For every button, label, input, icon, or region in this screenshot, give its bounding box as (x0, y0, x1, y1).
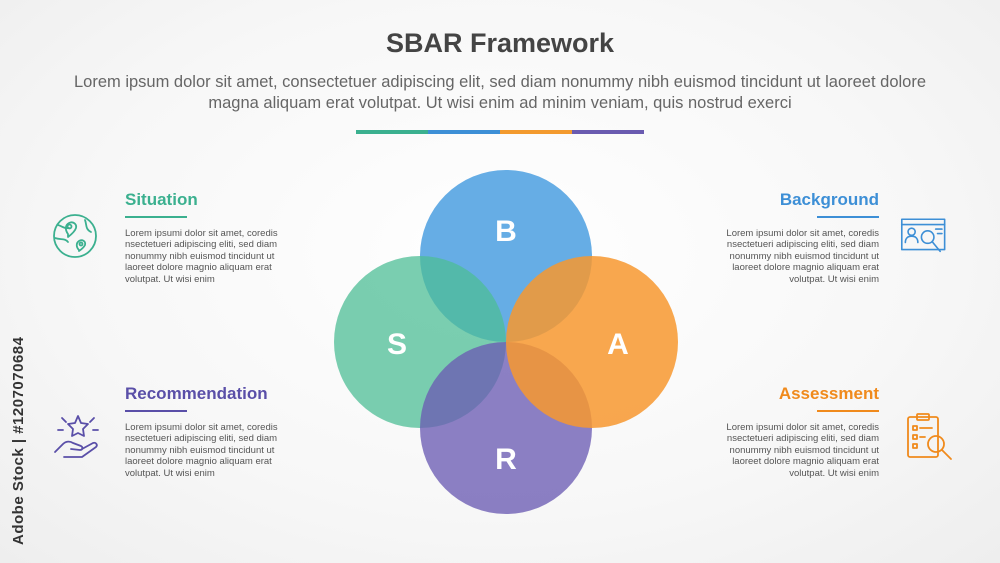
divider-segment-purple (572, 130, 644, 134)
assessment-block: Assessment Lorem ipsumi dolor sit amet, … (679, 384, 879, 479)
color-divider (356, 130, 644, 134)
circle-a-letter: A (607, 328, 629, 361)
location-globe-icon (53, 214, 97, 258)
page-subtitle: Lorem ipsum dolor sit amet, consectetuer… (73, 73, 927, 112)
clipboard-search-icon (907, 413, 952, 460)
assessment-underline (817, 410, 879, 412)
page-title: SBAR Framework (385, 28, 615, 58)
side-credit: Adobe Stock | #1207070684 (10, 336, 27, 545)
divider-segment-green (356, 130, 428, 134)
assessment-text: Lorem ipsumi dolor sit amet, coredis nse… (726, 422, 879, 479)
profile-search-icon (900, 218, 946, 253)
recommendation-text: Lorem ipsumi dolor sit amet, coredis nse… (125, 422, 278, 479)
situation-underline (125, 216, 187, 218)
circle-s-letter: S (387, 328, 407, 361)
background-underline (817, 216, 879, 218)
circle-a (506, 256, 678, 428)
circle-r-letter: R (495, 443, 517, 476)
situation-block: Situation Lorem ipsumi dolor sit amet, c… (125, 190, 325, 285)
situation-text: Lorem ipsumi dolor sit amet, coredis nse… (125, 228, 278, 285)
background-heading: Background (779, 190, 879, 209)
assessment-heading: Assessment (778, 384, 879, 403)
recommendation-block: Recommendation Lorem ipsumi dolor sit am… (125, 384, 325, 479)
hand-star-icon (54, 415, 99, 458)
situation-heading: Situation (125, 190, 198, 209)
divider-segment-orange (500, 130, 572, 134)
background-text: Lorem ipsumi dolor sit amet, coredis nse… (726, 228, 879, 285)
circle-b-letter: B (495, 215, 517, 248)
recommendation-underline (125, 410, 187, 412)
recommendation-heading: Recommendation (125, 384, 268, 403)
divider-segment-blue (428, 130, 500, 134)
background-block: Background Lorem ipsumi dolor sit amet, … (679, 190, 879, 285)
